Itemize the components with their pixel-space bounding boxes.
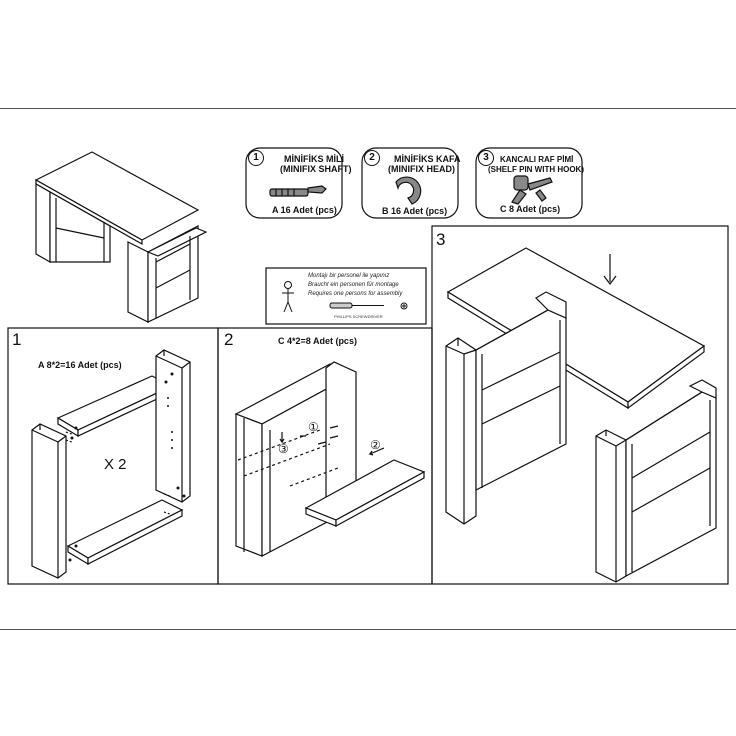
shelf-pin-icon bbox=[511, 175, 553, 205]
hardware-3-name-tr: KANCALI RAF PİMİ bbox=[500, 155, 574, 164]
hardware-1-qty: A 16 Adet (pcs) bbox=[272, 205, 337, 215]
minifix-head-icon bbox=[395, 176, 422, 205]
minifix-shaft-icon bbox=[269, 185, 327, 197]
hardware-2-name-en: (MINIFIX HEAD) bbox=[388, 164, 455, 174]
notice-tool-label: PHILLIPS SCREWDRIVER bbox=[334, 314, 383, 319]
hardware-card-1 bbox=[245, 147, 343, 219]
step-1-number: 1 bbox=[12, 330, 22, 349]
hardware-2-qty: B 16 Adet (pcs) bbox=[382, 206, 448, 216]
step-2-number: 2 bbox=[224, 330, 234, 349]
step-2-callout-2: ② bbox=[370, 438, 381, 452]
step-2-callout-1: ① bbox=[308, 420, 319, 434]
step-1-illustration bbox=[31, 349, 191, 579]
step-3-number: 3 bbox=[436, 230, 446, 249]
person-icon bbox=[282, 281, 294, 313]
hardware-2-number: 2 bbox=[364, 150, 380, 166]
notice-line-tr: Montajı bir personel ile yapınız bbox=[308, 273, 390, 279]
step-3-panel bbox=[431, 225, 729, 585]
notice-line-en: Requires one persons for assembly bbox=[308, 291, 403, 297]
step-3-illustration bbox=[445, 247, 717, 583]
notice-box bbox=[265, 267, 427, 325]
step-1-multiplier: X 2 bbox=[104, 456, 127, 473]
hardware-2-name-tr: MİNİFİKS KAFA bbox=[394, 154, 461, 164]
step-2-caption: C 4*2=8 Adet (pcs) bbox=[278, 336, 357, 346]
step-2-illustration bbox=[234, 361, 426, 557]
hardware-3-qty: C 8 Adet (pcs) bbox=[500, 204, 561, 214]
step-2-callout-3: ③ bbox=[278, 442, 289, 456]
screwdriver-icon bbox=[329, 302, 408, 310]
notice-line-de: Braucht ein personen für montage bbox=[308, 282, 399, 288]
hardware-3-name-en: (SHELF PIN WITH HOOK) bbox=[488, 165, 584, 174]
hardware-1-number: 1 bbox=[248, 150, 264, 166]
step-1-caption: A 8*2=16 Adet (pcs) bbox=[38, 360, 122, 370]
hardware-card-3 bbox=[475, 147, 583, 219]
instruction-sheet bbox=[0, 108, 736, 630]
desk-overview-illustration bbox=[34, 151, 208, 323]
hardware-1-name-en: (MINIFIX SHAFT) bbox=[280, 164, 352, 174]
hardware-1-name-tr: MİNİFİKS MİLİ bbox=[284, 154, 344, 164]
hardware-3-number: 3 bbox=[478, 150, 494, 166]
